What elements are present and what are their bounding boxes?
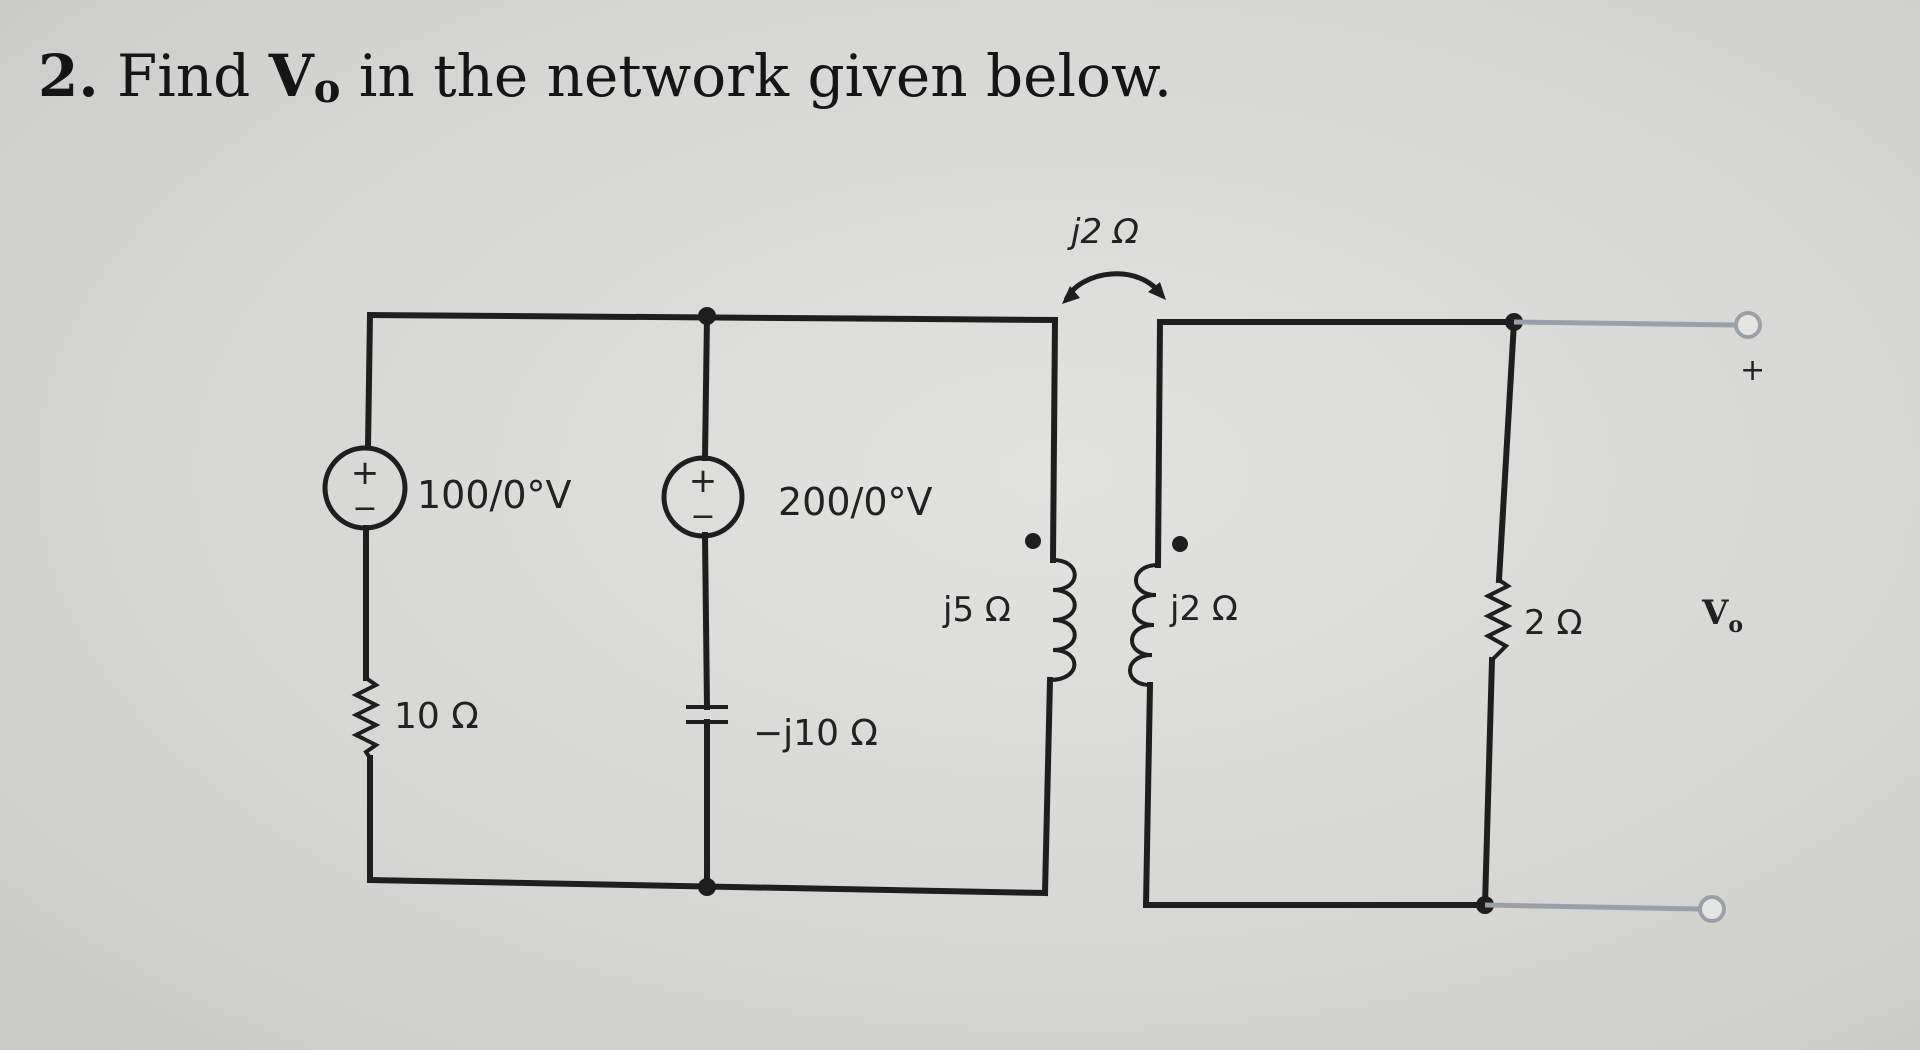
source-2-minus-sign: − bbox=[690, 499, 715, 534]
capacitor-label: −j10 Ω bbox=[753, 713, 878, 754]
source-1-circle bbox=[322, 445, 408, 531]
mutual-coupling-arrowhead-left bbox=[1062, 286, 1080, 304]
inductor-j5-ohm bbox=[1049, 558, 1077, 682]
secondary-left-top bbox=[1154, 318, 1164, 569]
source-1-label: 100/0°V bbox=[417, 473, 572, 517]
capacitor-neg-j10-ohm bbox=[686, 705, 728, 724]
output-terminal-top bbox=[1734, 311, 1762, 339]
inductor-j2-ohm bbox=[1128, 563, 1159, 687]
right-network-wires bbox=[1142, 318, 1518, 909]
resistor-10-ohm-label: 10 Ω bbox=[394, 696, 479, 737]
problem-number: 2. bbox=[38, 42, 99, 110]
mutual-coupling-arrow bbox=[1063, 271, 1165, 302]
output-variable: V bbox=[1701, 593, 1729, 633]
junction-dot bbox=[698, 307, 716, 325]
voltage-source-2: + − bbox=[661, 455, 745, 539]
problem-subscript: o bbox=[313, 65, 341, 112]
inductor-j5-ohm-label: j5 Ω bbox=[942, 590, 1011, 630]
middle-branch-mid bbox=[701, 531, 711, 711]
output-plus-sign: + bbox=[1740, 353, 1765, 388]
source-1-minus-sign: − bbox=[352, 491, 377, 526]
inductor-j2-ohm-label: j2 Ω bbox=[1169, 589, 1238, 629]
inductor-2-polarity-dot bbox=[1172, 536, 1188, 552]
right-branch-top bbox=[1049, 316, 1059, 564]
mutual-inductance-label: j2 Ω bbox=[1067, 212, 1139, 252]
inductor-1-polarity-dot bbox=[1025, 533, 1041, 549]
junction-dot bbox=[698, 878, 716, 896]
source-2-plus-sign: + bbox=[689, 461, 718, 501]
problem-text-after: in the network given below. bbox=[340, 42, 1173, 110]
problem-variable: V bbox=[268, 42, 314, 110]
source-2-circle bbox=[661, 455, 745, 539]
resistor-10-ohm bbox=[351, 676, 381, 760]
output-wire-bottom bbox=[1484, 902, 1701, 912]
resistor-2-ohm-label: 2 Ω bbox=[1524, 603, 1582, 643]
output-terminal-bottom bbox=[1698, 895, 1726, 923]
output-voltage-label: Vo bbox=[1701, 593, 1743, 638]
source-1-plus-sign: + bbox=[351, 453, 380, 493]
problem-text-before: Find bbox=[117, 42, 269, 110]
output-wire-top bbox=[1513, 319, 1736, 328]
resistor-2-ohm bbox=[1483, 578, 1513, 662]
middle-branch-top bbox=[701, 312, 711, 462]
problem-title: 2. Find Vo in the network given below. bbox=[38, 42, 1172, 112]
left-branch-top bbox=[364, 311, 374, 451]
right-branch-bottom bbox=[1041, 676, 1054, 897]
load-branch-bottom bbox=[1481, 656, 1496, 909]
load-branch-top bbox=[1495, 318, 1518, 584]
voltage-source-1: + − bbox=[322, 445, 408, 531]
mutual-coupling-arrowhead-right bbox=[1148, 282, 1166, 300]
source-2-label: 200/0°V bbox=[778, 480, 933, 524]
secondary-left-bottom bbox=[1142, 681, 1154, 909]
output-subscript: o bbox=[1728, 612, 1743, 638]
output-terminal-wires bbox=[1484, 319, 1736, 912]
